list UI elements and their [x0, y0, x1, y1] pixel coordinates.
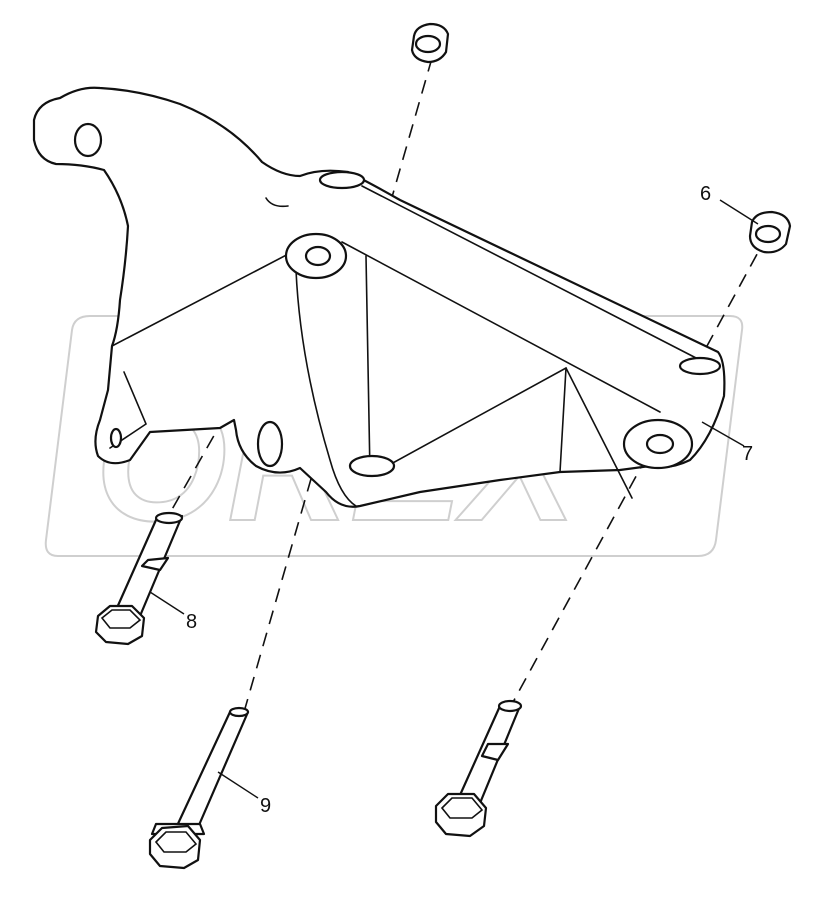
bracket-top-spacer	[318, 170, 366, 190]
bolt-8-thread-band	[140, 556, 170, 572]
watermark-badge-outline	[44, 315, 744, 557]
nut-top	[410, 22, 450, 64]
bracket-top-hole	[73, 122, 103, 158]
bracket-left-boss-hole	[304, 245, 332, 267]
nut-right-part-6	[748, 210, 792, 254]
bolt-part-8	[94, 511, 184, 646]
nut-top-face	[414, 34, 442, 54]
bracket-foot-edge	[109, 371, 147, 449]
bracket-curl	[265, 197, 289, 208]
bolt-9-tip	[228, 706, 250, 718]
bolt-8-tip	[154, 511, 184, 525]
bracket-slot	[109, 427, 123, 449]
bracket-web-line-2	[295, 269, 357, 507]
bracket-web-line-1	[111, 249, 297, 347]
bracket-right-spacer	[678, 356, 722, 376]
bolt-right-thread-band	[480, 742, 510, 762]
leader-8	[149, 591, 185, 615]
bolt-9-shank	[174, 710, 250, 834]
bracket-web-line-3	[365, 255, 371, 475]
leader-lines	[149, 199, 759, 799]
bolt-part-9	[148, 706, 250, 870]
callout-labels: 6 7 8 9	[186, 183, 753, 817]
callout-6: 6	[700, 183, 711, 205]
bracket-main-plate	[32, 86, 726, 508]
bolt-9-head-face	[154, 831, 198, 853]
bracket-arm-edge	[341, 241, 661, 413]
callout-9: 9	[260, 795, 271, 817]
bracket-arm-top	[361, 185, 701, 361]
bolt-right-head	[434, 792, 488, 838]
bracket-web-line-5	[559, 367, 567, 473]
bracket-part-7	[32, 86, 726, 508]
bracket-bottom-sleeve	[348, 454, 396, 478]
axis-right-nut	[511, 233, 769, 705]
bolt-8-head-face	[100, 609, 142, 629]
callout-8: 8	[186, 611, 197, 633]
callout-7: 7	[742, 443, 753, 465]
bolt-right-tip	[497, 699, 523, 713]
bolt-8-head	[94, 604, 146, 646]
bracket-right-boss-hole	[645, 433, 675, 455]
leader-7	[701, 421, 745, 447]
bracket-side-bore	[256, 420, 284, 468]
bolt-right-head-face	[440, 797, 484, 819]
bolt-right	[434, 699, 523, 838]
nut-right-face	[754, 224, 782, 244]
leader-6	[719, 199, 759, 225]
leader-9	[217, 771, 259, 799]
